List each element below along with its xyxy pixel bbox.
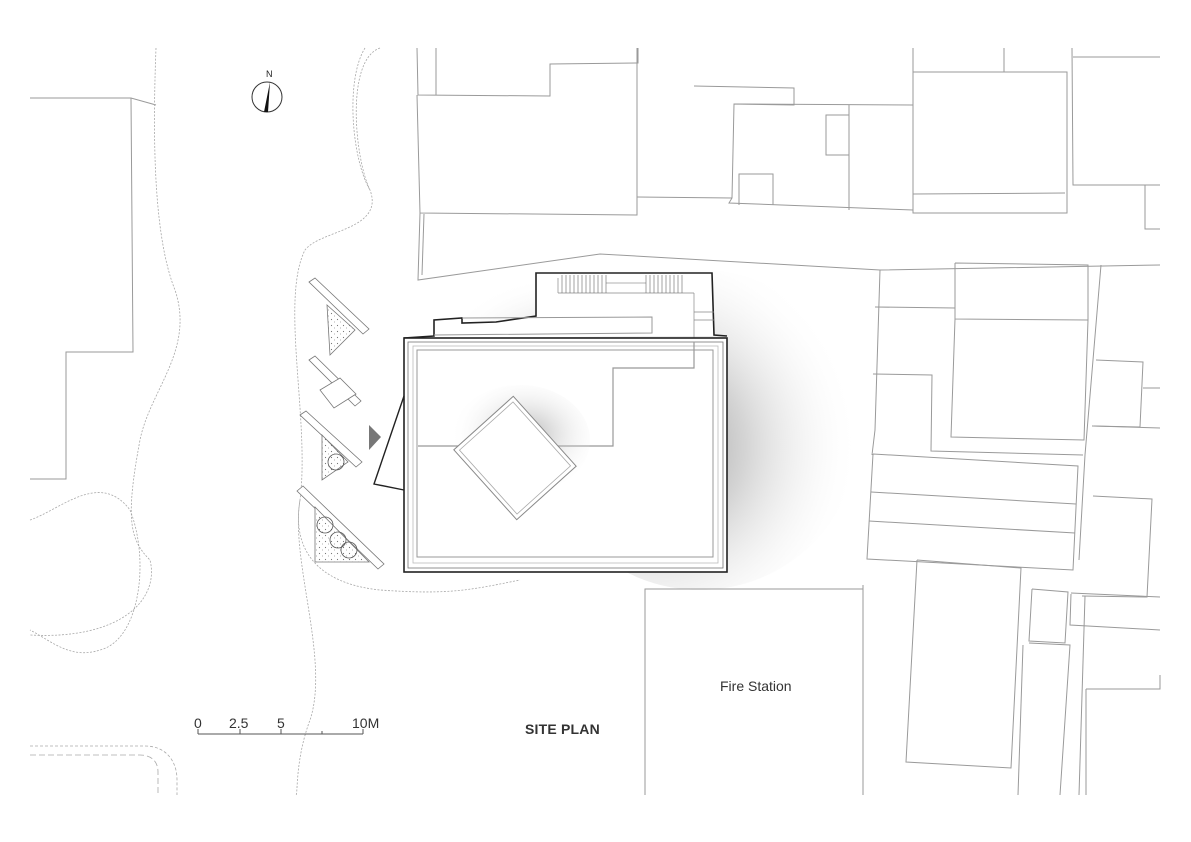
scale-tick-10m: 10M	[352, 715, 380, 731]
main-building	[373, 272, 728, 573]
skylight	[453, 395, 577, 521]
north-arrow-icon	[251, 81, 283, 113]
entrance-arrow-icon	[369, 425, 381, 450]
drawing-title: SITE PLAN	[525, 721, 600, 737]
north-label: N	[266, 69, 273, 79]
contour-lines	[29, 47, 521, 796]
landscape-planters	[296, 277, 385, 570]
neighbor-buildings	[30, 47, 1161, 796]
road-edge	[30, 745, 178, 795]
scale-tick-5: 5	[277, 715, 285, 731]
fire-station-label: Fire Station	[720, 678, 792, 694]
scale-bar	[197, 729, 364, 735]
scale-tick-0: 0	[194, 715, 202, 731]
stair-treads	[561, 275, 683, 293]
scale-tick-2-5: 2.5	[229, 715, 249, 731]
